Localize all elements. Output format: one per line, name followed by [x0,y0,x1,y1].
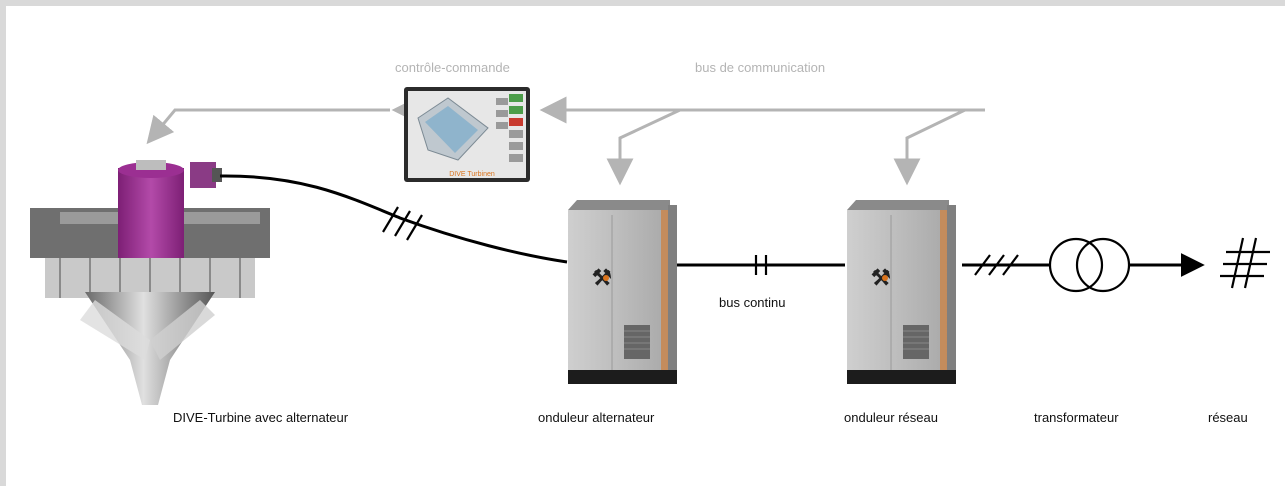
communication-bus [146,96,985,186]
dc-bus-label: bus continu [719,295,786,310]
power-lines [219,174,1205,277]
grid-symbol [1220,237,1270,289]
screen-brand-text: DIVE Turbinen [449,171,495,178]
comm-arrow-to-inverter-grid [893,108,966,186]
control-screen: DIVE Turbinen [404,87,530,182]
communication-bus-label: bus de communication [695,60,826,75]
three-phase-symbol-2 [974,254,1019,276]
dc-symbol [754,255,768,275]
inverter-generator-label: onduleur alternateur [538,410,655,425]
turbine-illustration [30,160,270,405]
three-phase-symbol-1 [382,206,423,241]
ac-line-turbine [219,174,568,264]
transformer-symbol [1048,237,1131,293]
control-command-label: contrôle-commande [395,60,510,75]
svg-text:⚒: ⚒ [871,265,891,290]
grid-label: réseau [1208,410,1248,425]
inverter-grid-label: onduleur réseau [844,410,938,425]
svg-text:⚒: ⚒ [592,265,612,290]
transformer-label: transformateur [1034,410,1119,425]
comm-arrow-to-turbine [146,108,390,145]
inverter-cabinet-grid: ⚒ [847,200,956,384]
comm-arrow-to-inverter-gen [606,108,681,186]
turbine-label: DIVE-Turbine avec alternateur [173,410,349,425]
inverter-cabinet-generator: ⚒ [568,200,677,384]
